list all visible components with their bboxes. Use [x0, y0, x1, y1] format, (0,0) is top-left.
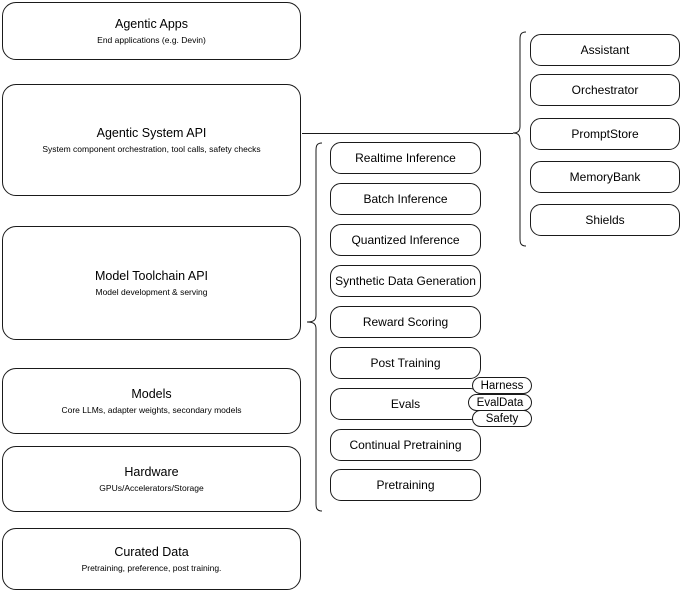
evals-tag-evaldata[interactable]: EvalData: [468, 394, 532, 411]
chip-label: Orchestrator: [571, 82, 639, 97]
layer-title: Agentic Apps: [115, 17, 188, 31]
component-chip-pretraining[interactable]: Pretraining: [330, 469, 481, 501]
component-chip-batch-inference[interactable]: Batch Inference: [330, 183, 481, 215]
layer-subtitle: System component orchestration, tool cal…: [42, 144, 261, 154]
component-chip-realtime-inference[interactable]: Realtime Inference: [330, 142, 481, 174]
layer-title: Models: [131, 387, 172, 401]
component-chip-post-training[interactable]: Post Training: [330, 347, 481, 379]
layer-box-agentic-system-api[interactable]: Agentic System API System component orch…: [2, 84, 301, 196]
component-chip-quantized-inference[interactable]: Quantized Inference: [330, 224, 481, 256]
layer-box-hardware[interactable]: Hardware GPUs/Accelerators/Storage: [2, 446, 301, 512]
layer-title: Curated Data: [114, 545, 189, 559]
layer-box-model-toolchain-api[interactable]: Model Toolchain API Model development & …: [2, 226, 301, 340]
chip-label: Quantized Inference: [351, 232, 460, 247]
chip-label: Batch Inference: [363, 191, 448, 206]
component-chip-assistant[interactable]: Assistant: [530, 34, 680, 66]
layer-subtitle: Core LLMs, adapter weights, secondary mo…: [61, 405, 242, 415]
chip-label: Post Training: [370, 355, 441, 370]
connector-line-system-api: [302, 133, 513, 134]
chip-label: Realtime Inference: [355, 150, 456, 165]
evals-tag-harness[interactable]: Harness: [472, 377, 532, 394]
chip-label: Synthetic Data Generation: [335, 273, 476, 288]
layer-box-models[interactable]: Models Core LLMs, adapter weights, secon…: [2, 368, 301, 434]
layer-subtitle: Pretraining, preference, post training.: [81, 563, 222, 573]
chip-label: Continual Pretraining: [349, 437, 462, 452]
component-chip-shields[interactable]: Shields: [530, 204, 680, 236]
chip-label: Assistant: [580, 42, 630, 57]
component-chip-continual-pretraining[interactable]: Continual Pretraining: [330, 429, 481, 461]
layer-subtitle: Model development & serving: [95, 287, 208, 297]
component-chip-reward-scoring[interactable]: Reward Scoring: [330, 306, 481, 338]
layer-box-curated-data[interactable]: Curated Data Pretraining, preference, po…: [2, 528, 301, 590]
chip-label: Pretraining: [376, 477, 435, 492]
component-chip-promptstore[interactable]: PromptStore: [530, 118, 680, 150]
layer-box-agentic-apps[interactable]: Agentic Apps End applications (e.g. Devi…: [2, 2, 301, 60]
component-chip-orchestrator[interactable]: Orchestrator: [530, 74, 680, 106]
chip-label: Shields: [585, 212, 625, 227]
component-chip-evals[interactable]: Evals: [330, 388, 481, 420]
evals-tag-safety[interactable]: Safety: [472, 410, 532, 427]
layer-subtitle: GPUs/Accelerators/Storage: [99, 483, 204, 493]
chip-label: PromptStore: [571, 126, 639, 141]
chip-label: MemoryBank: [569, 169, 641, 184]
component-chip-memorybank[interactable]: MemoryBank: [530, 161, 680, 193]
brace-system-api-components: [511, 30, 527, 250]
brace-toolchain-components: [305, 141, 323, 515]
chip-label: Evals: [390, 396, 421, 411]
layer-title: Hardware: [124, 465, 179, 479]
component-chip-synthetic-data-generation[interactable]: Synthetic Data Generation: [330, 265, 481, 297]
layer-subtitle: End applications (e.g. Devin): [97, 35, 206, 45]
layer-title: Model Toolchain API: [94, 269, 209, 283]
layer-title: Agentic System API: [96, 126, 207, 140]
chip-label: Reward Scoring: [362, 314, 449, 329]
